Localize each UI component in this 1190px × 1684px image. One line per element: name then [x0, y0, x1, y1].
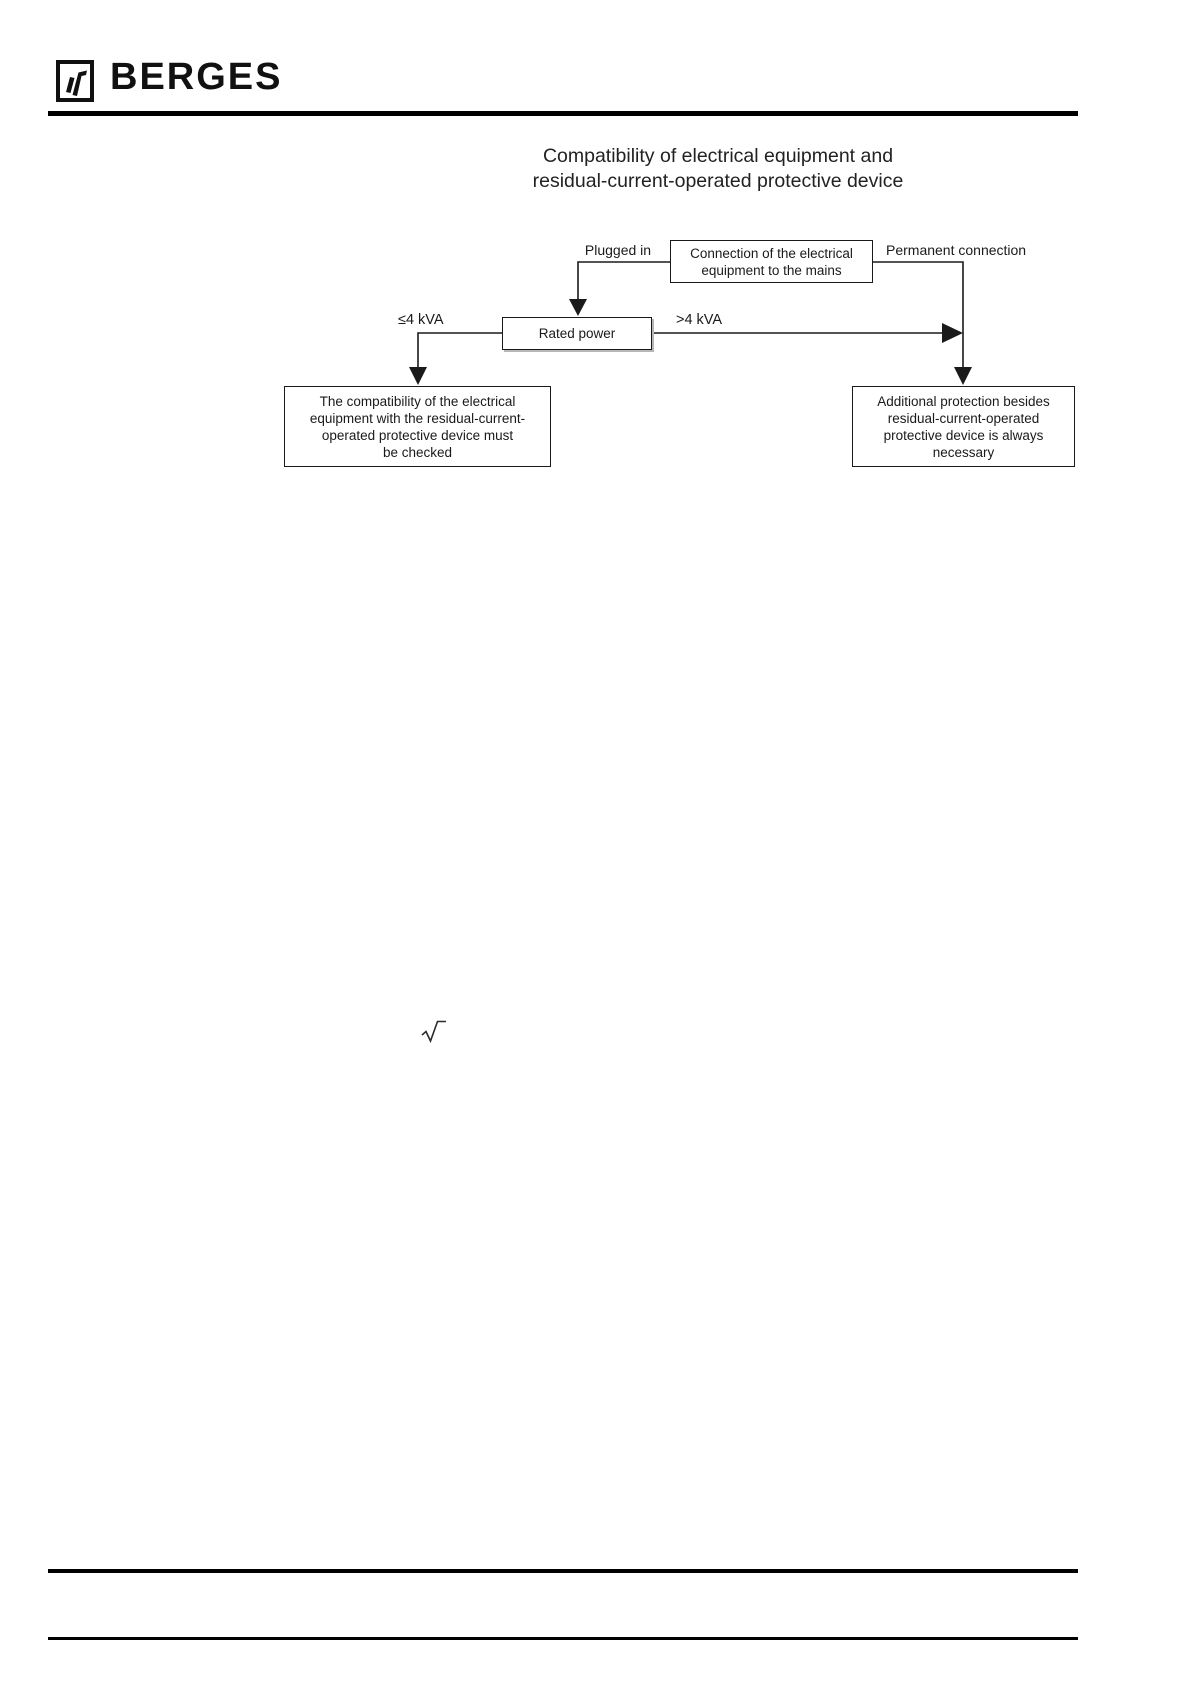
- flowchart-box-additional-protection: Additional protection besides residual-c…: [852, 386, 1075, 467]
- label-permanent-connection: Permanent connection: [886, 242, 1027, 258]
- radical-icon: [420, 1018, 448, 1046]
- label-gt-4kva: >4 kVA: [676, 312, 723, 328]
- additional-protection-line1: Additional protection besides: [877, 393, 1050, 409]
- compatibility-check-line1: The compatibility of the electrical: [319, 393, 516, 409]
- header-rule: [48, 111, 1078, 116]
- diagram-title-line2: residual-current-operated protective dev…: [532, 170, 904, 192]
- rated-power-label: Rated power: [538, 326, 616, 341]
- footer-rule-upper: [48, 1569, 1078, 1573]
- compatibility-check-line2: equipment with the residual-current-: [309, 410, 526, 426]
- footer-rule-lower: [48, 1637, 1078, 1640]
- compatibility-check-line3: operated protective device must: [321, 427, 514, 443]
- berges-logo-icon: [56, 60, 96, 104]
- mains-connection-line1: Connection of the electrical: [690, 245, 853, 261]
- additional-protection-line4: necessary: [932, 444, 995, 460]
- flowchart-box-mains-connection: Connection of the electrical equipment t…: [670, 240, 873, 283]
- label-plugged-in: Plugged in: [584, 242, 652, 258]
- label-le-4kva: ≤4 kVA: [398, 312, 444, 328]
- flowchart-box-compatibility-check: The compatibility of the electrical equi…: [284, 386, 551, 467]
- brand-name: BERGES: [110, 56, 283, 98]
- additional-protection-line2: residual-current-operated: [887, 410, 1040, 426]
- flowchart-box-rated-power: Rated power: [502, 317, 652, 350]
- additional-protection-line3: protective device is always: [883, 427, 1044, 443]
- mains-connection-line2: equipment to the mains: [701, 262, 842, 278]
- diagram-title-line1: Compatibility of electrical equipment an…: [542, 145, 894, 167]
- diagram-title: Compatibility of electrical equipment an…: [418, 144, 1018, 194]
- compatibility-check-line4: be checked: [382, 444, 453, 460]
